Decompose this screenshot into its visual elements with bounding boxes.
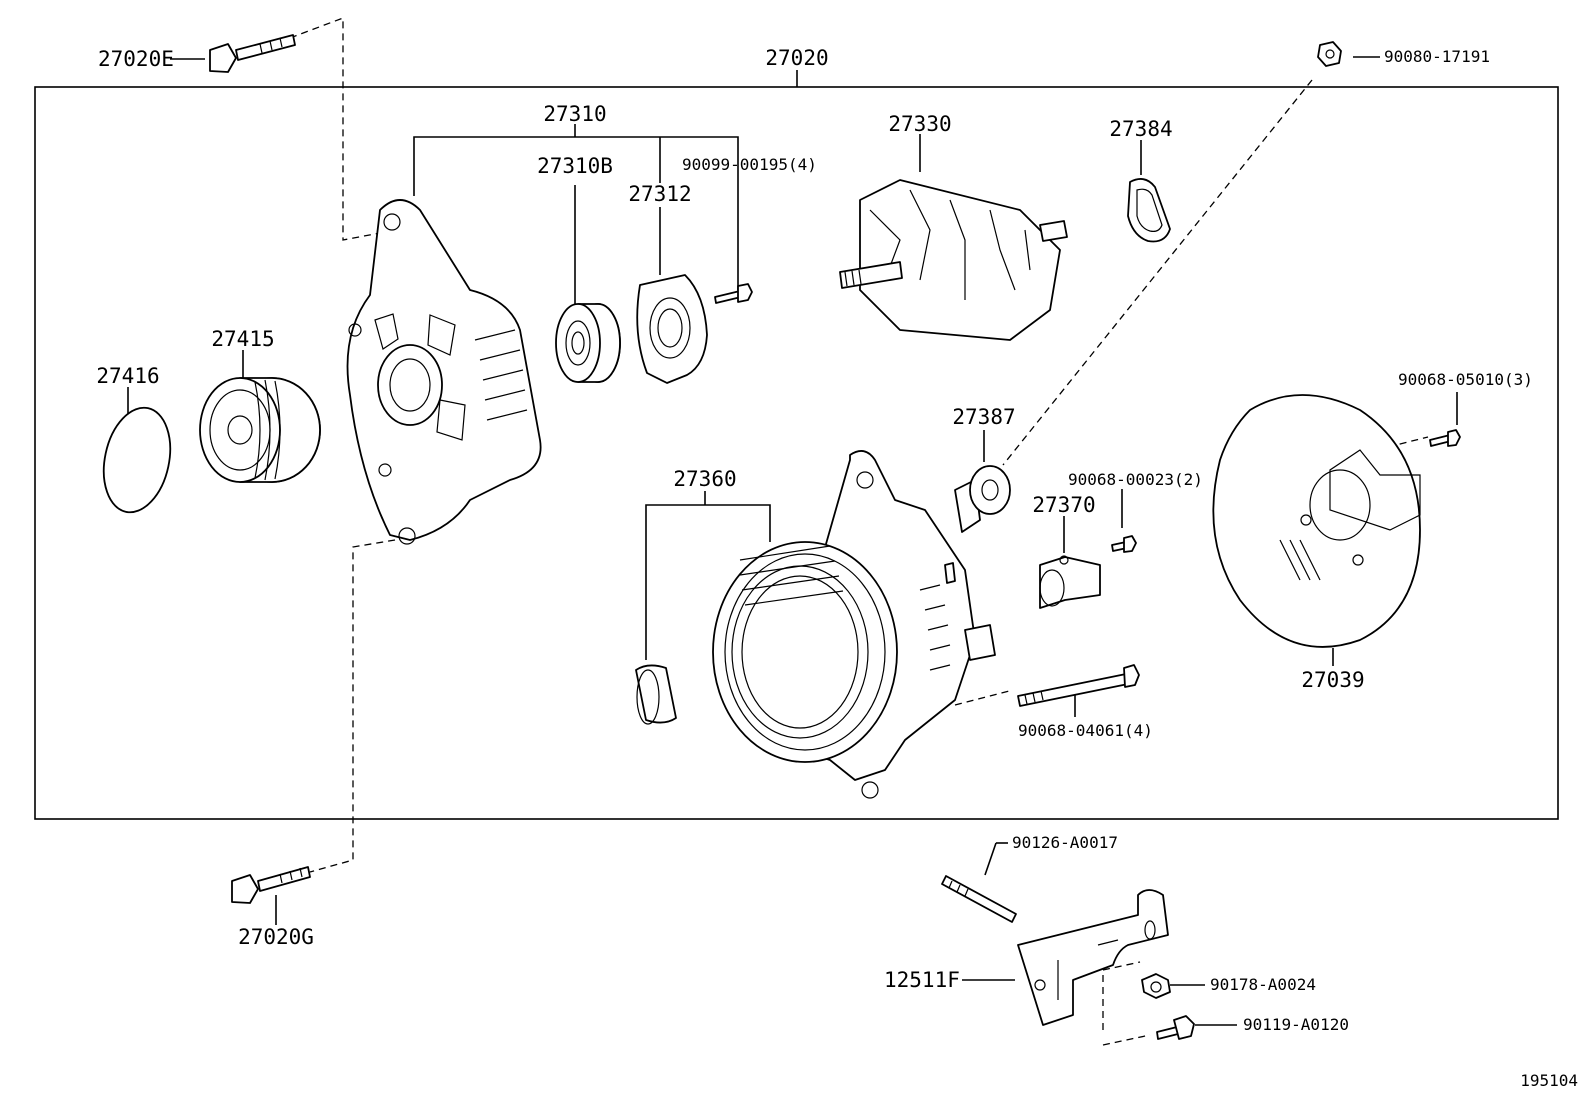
label-90119-A0120: 90119-A0120 [1243, 1015, 1349, 1034]
through-bolt-90068-04061-icon [1017, 664, 1140, 707]
label-90068-05010: 90068-05010(3) [1398, 370, 1533, 389]
label-27384: 27384 [1109, 117, 1172, 141]
screw-90099-00195-icon [714, 283, 753, 304]
label-90099-00195: 90099-00195(4) [682, 155, 817, 174]
label-27310: 27310 [543, 102, 606, 126]
retainer-plate-27312-icon [636, 274, 708, 384]
diagram-id: 195104 [1520, 1071, 1578, 1090]
nut-90080-17191-icon [1317, 41, 1342, 67]
bolt-27020G-icon [231, 866, 311, 904]
bolt-90119-A0120-icon [1156, 1015, 1195, 1040]
label-27020: 27020 [765, 46, 828, 70]
insulator-27384-icon [1127, 178, 1171, 243]
drive-end-frame-27310-icon [346, 199, 542, 545]
stud-bolt-90126-A0017-icon [941, 875, 1017, 923]
screw-90068-05010-icon [1429, 429, 1461, 447]
label-27330: 27330 [888, 112, 951, 136]
label-27039: 27039 [1301, 668, 1364, 692]
label-12511F: 12511F [884, 968, 960, 992]
bolt-27020E-icon [209, 34, 296, 73]
label-27020E: 27020E [98, 47, 174, 71]
rear-cover-27039-icon [1212, 394, 1421, 648]
pulley-27415-icon [199, 377, 321, 483]
label-90178-A0024: 90178-A0024 [1210, 975, 1316, 994]
bearing-27310B-icon [555, 303, 621, 383]
label-90080-17191: 90080-17191 [1384, 47, 1490, 66]
label-90126-A0017: 90126-A0017 [1012, 833, 1118, 852]
bracket-12511F-icon [1017, 889, 1169, 1026]
cap-27416-icon [102, 406, 172, 514]
stator-frame-27360-icon [712, 450, 996, 799]
label-27387: 27387 [952, 405, 1015, 429]
label-90068-00023: 90068-00023(2) [1068, 470, 1203, 489]
label-27370: 27370 [1032, 493, 1095, 517]
seal-ring-27360-icon [635, 664, 677, 725]
rotor-27330-icon [839, 179, 1068, 341]
screw-90068-00023-icon [1111, 535, 1137, 553]
label-27360: 27360 [673, 467, 736, 491]
leader-lines [127, 56, 1458, 1026]
brush-holder-27370-icon [1039, 555, 1101, 609]
label-27312: 27312 [628, 182, 691, 206]
label-27020G: 27020G [238, 925, 314, 949]
label-27416: 27416 [96, 364, 159, 388]
nut-90178-A0024-icon [1141, 973, 1171, 999]
label-90068-04061: 90068-04061(4) [1018, 721, 1153, 740]
label-27415: 27415 [211, 327, 274, 351]
label-27310B: 27310B [537, 154, 613, 178]
terminal-cap-27387-icon [954, 465, 1011, 533]
